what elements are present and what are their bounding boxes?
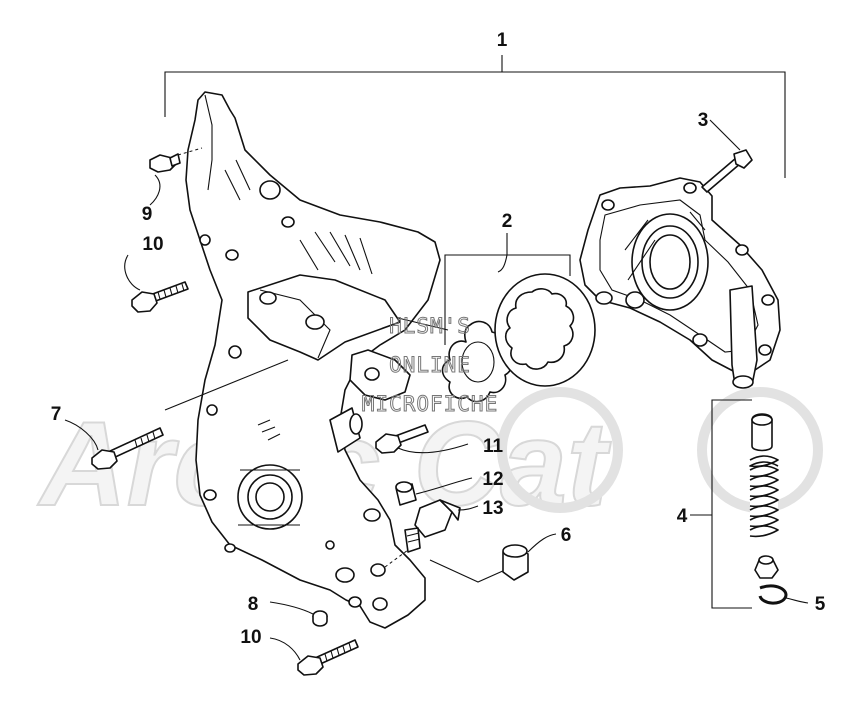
relief-valve-assembly-4 xyxy=(749,413,779,579)
callout-9: 9 xyxy=(142,204,153,225)
bolt-10-lower xyxy=(269,637,359,676)
watermark-line-1: HLSM'S xyxy=(389,314,471,338)
callout-8: 8 xyxy=(248,594,259,615)
watermark-text: HLSM'S ONLINE MICROFICHE xyxy=(361,314,498,417)
watermark-line-3: MICROFICHE xyxy=(362,392,498,416)
washer-8 xyxy=(269,601,328,627)
oil-pressure-switch-13 xyxy=(370,499,479,577)
callout-2: 2 xyxy=(502,211,513,232)
bolt-10-upper xyxy=(124,254,189,313)
callout-7: 7 xyxy=(51,404,62,425)
spring xyxy=(749,455,779,538)
callout-labels: 1 2 3 4 5 6 7 8 9 10 10 11 12 13 xyxy=(51,30,826,648)
oil-pump-cover xyxy=(579,177,781,389)
bracket-4 xyxy=(690,399,752,609)
front-cover-housing xyxy=(185,91,441,629)
bracket-1 xyxy=(164,55,786,178)
leader-6 xyxy=(429,559,506,583)
watermark-line-2: ONLINE xyxy=(389,353,471,377)
bolt-11 xyxy=(375,424,469,454)
dowel-12 xyxy=(395,477,473,506)
callout-13: 13 xyxy=(482,498,503,519)
leader-7 xyxy=(164,359,289,411)
snap-ring-5 xyxy=(758,584,809,605)
callout-4: 4 xyxy=(677,506,688,527)
leader-2-hook xyxy=(497,254,508,273)
bracket-2 xyxy=(444,233,571,345)
plug-6 xyxy=(502,533,557,581)
callout-10-upper: 10 xyxy=(142,234,163,255)
callout-10-lower: 10 xyxy=(240,627,261,648)
callout-6: 6 xyxy=(561,525,572,546)
callout-3: 3 xyxy=(698,110,709,131)
screw-3 xyxy=(701,119,753,193)
callout-12: 12 xyxy=(482,469,503,490)
callout-5: 5 xyxy=(815,594,826,615)
bolt-9 xyxy=(149,147,203,206)
bolt-7 xyxy=(64,419,164,470)
leader-cover-pump xyxy=(397,317,449,331)
callout-11: 11 xyxy=(483,436,504,457)
callout-1: 1 xyxy=(497,30,508,51)
oil-pump-outer-rotor xyxy=(494,273,596,387)
